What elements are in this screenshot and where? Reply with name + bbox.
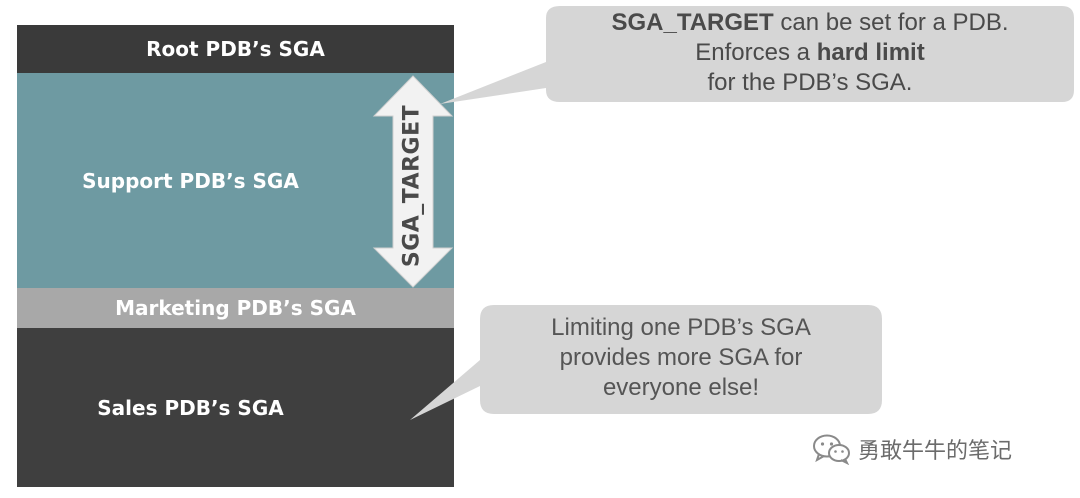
sga-target-label: SGA_TARGET bbox=[399, 104, 425, 268]
marketing-pdb-label: Marketing PDB’s SGA bbox=[115, 296, 356, 320]
watermark: 勇敢牛牛的笔记 bbox=[812, 433, 1012, 465]
callout-bottom-text: Limiting one PDB’s SGA provides more SGA… bbox=[482, 313, 880, 403]
sga-target-double-arrow bbox=[372, 75, 454, 288]
callout-top-text: SGA_TARGET can be set for a PDB. Enforce… bbox=[548, 8, 1072, 98]
sales-pdb-block: Sales PDB’s SGA bbox=[17, 328, 454, 487]
callout-top-line-3: for the PDB’s SGA. bbox=[707, 69, 913, 96]
callout-top-bubble bbox=[440, 6, 1074, 104]
callout-bottom-bubble bbox=[410, 305, 882, 420]
watermark-text: 勇敢牛牛的笔记 bbox=[858, 439, 1013, 464]
sga-stack: Root PDB’s SGA Support PDB’s SGA Marketi… bbox=[17, 25, 454, 487]
callout-bottom-line-3: everyone else! bbox=[602, 374, 760, 401]
callout-top-line-2: Enforces a hard limit bbox=[548, 38, 1072, 68]
callout-bottom-line-1: Limiting one PDB’s SGA bbox=[551, 314, 811, 341]
wechat-icon bbox=[813, 434, 850, 465]
sales-pdb-label: Sales PDB’s SGA bbox=[97, 395, 284, 420]
callout-top-plain-2: Enforces a bbox=[695, 39, 817, 66]
callout-top-line-1: SGA_TARGET can be set for a PDB. bbox=[548, 8, 1072, 38]
callout-bottom-line-2: provides more SGA for bbox=[559, 344, 803, 371]
support-pdb-label: Support PDB’s SGA bbox=[82, 168, 299, 193]
root-pdb-block: Root PDB’s SGA bbox=[17, 25, 454, 73]
callout-top-bold-1: SGA_TARGET bbox=[611, 9, 774, 36]
marketing-pdb-block: Marketing PDB’s SGA bbox=[17, 288, 454, 328]
root-pdb-label: Root PDB’s SGA bbox=[146, 37, 325, 61]
callout-top-bold-2: hard limit bbox=[816, 39, 925, 66]
callout-top-rest-1: can be set for a PDB. bbox=[773, 9, 1009, 36]
